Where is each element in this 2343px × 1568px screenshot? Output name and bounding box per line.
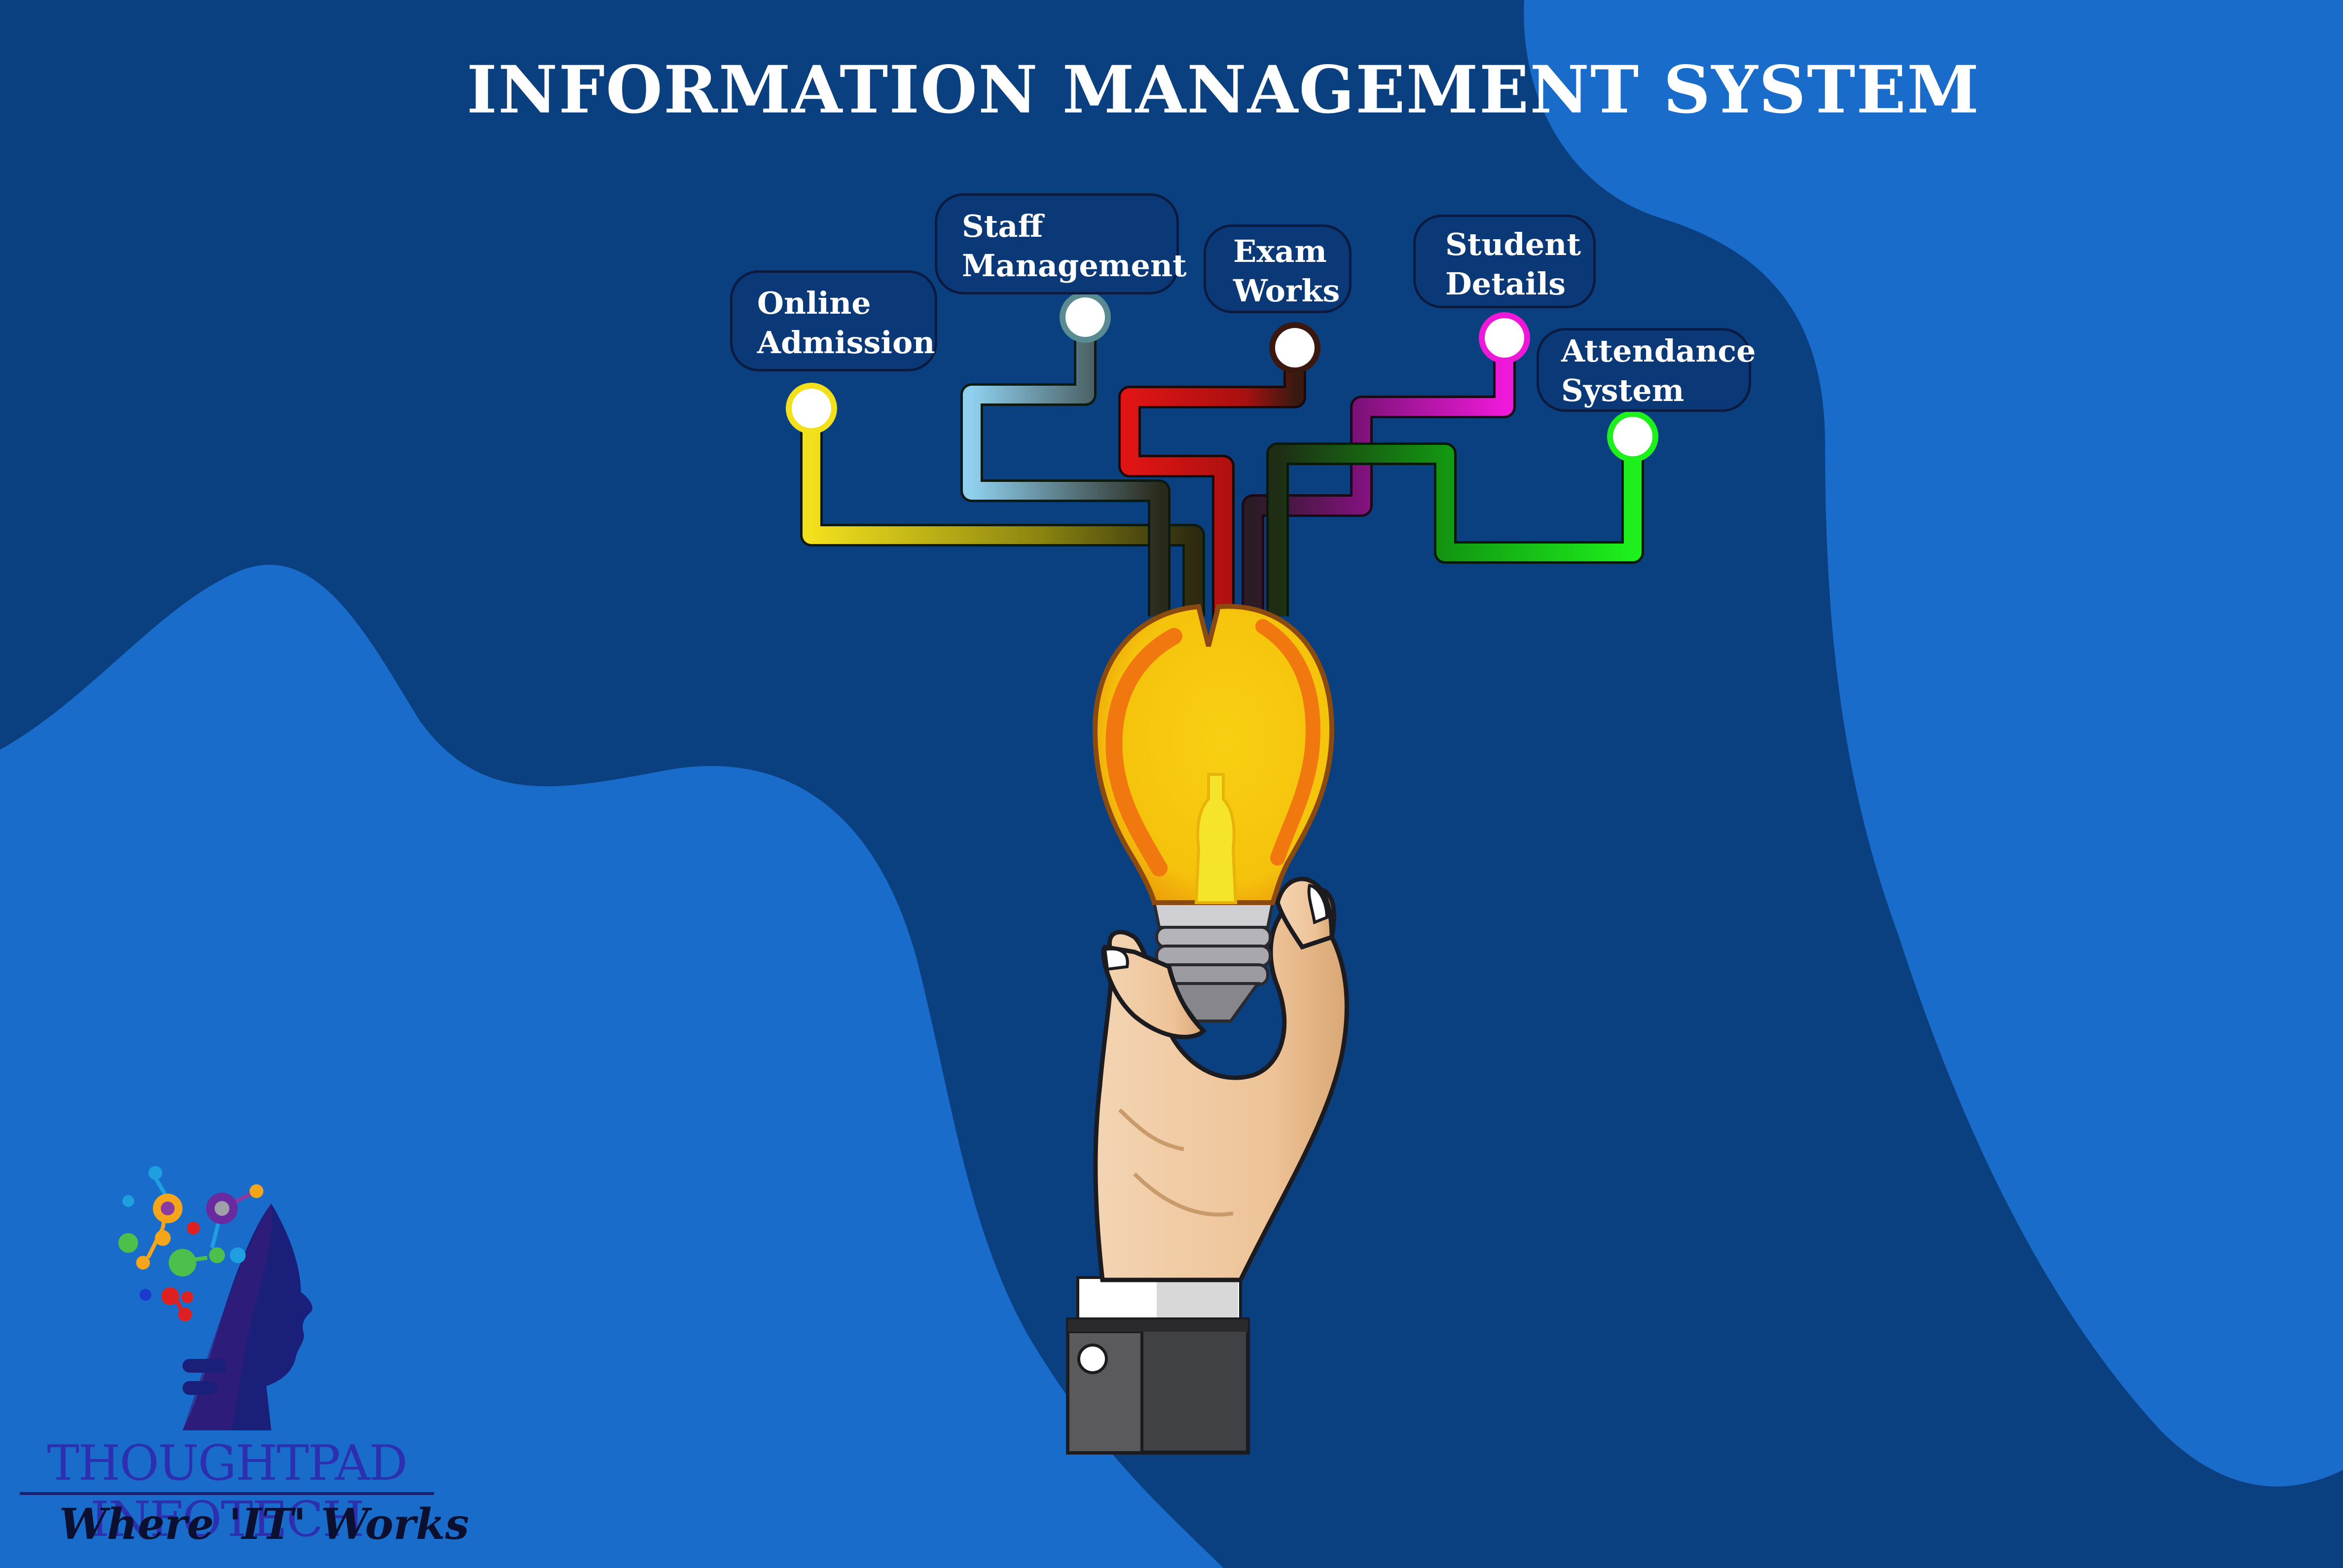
head-silhouette-shade <box>183 1203 272 1430</box>
node-label-line2: Details <box>1445 266 1566 302</box>
node-online-admission: Online Admission <box>730 270 937 371</box>
dot-attendance-system <box>1607 411 1658 462</box>
shirt-cuff-shade <box>1157 1280 1238 1319</box>
node-label-line1: Online <box>757 285 871 321</box>
brand-name: THOUGHTPAD INFOTECH <box>47 1435 407 1548</box>
node-label-line1: Exam <box>1233 233 1327 269</box>
brand-divider <box>20 1492 434 1495</box>
dot-staff-management <box>1060 292 1111 343</box>
node-label-line2: Works <box>1233 273 1340 309</box>
bulb-rim-right <box>1255 619 1320 866</box>
page-title: INFORMATION MANAGEMENT SYSTEM <box>466 52 1980 128</box>
dot-student-details <box>1479 312 1530 364</box>
wire-exam-works-fill <box>1121 365 1304 621</box>
index-nail <box>1103 947 1129 971</box>
network-nodes-icon <box>118 1166 263 1395</box>
screw-ring-2 <box>1155 945 1272 967</box>
node-label-line1: Student <box>1445 226 1581 262</box>
dot-online-admission <box>786 383 837 434</box>
screw-ring-1 <box>1155 926 1272 948</box>
connector-wires <box>800 340 1644 621</box>
connector-dots <box>786 292 1658 462</box>
bulb-base <box>1152 901 1275 1022</box>
wire-online-admission-fill <box>803 432 1203 617</box>
hand <box>1093 886 1349 1282</box>
sleeve <box>1066 1276 1250 1455</box>
node-label-line2: Admission <box>757 325 935 361</box>
wire-attendance-system-fill <box>1269 441 1642 617</box>
node-label-line1: Attendance <box>1561 333 1756 369</box>
bulb-filament <box>1194 773 1238 904</box>
node-label-line2: System <box>1561 372 1684 408</box>
cuff-button <box>1077 1344 1108 1374</box>
brand-logo <box>118 1166 313 1430</box>
background-wave-right <box>1524 0 2343 1487</box>
wire-staff-management-fill <box>963 340 1168 617</box>
thumb-nail <box>1307 883 1329 925</box>
dot-exam-works <box>1269 322 1320 373</box>
hand-crease-2 <box>1118 1108 1184 1151</box>
bulb-rim-left <box>1105 628 1182 876</box>
node-label-line2: Management <box>962 248 1187 284</box>
hand-crease <box>1133 1172 1234 1217</box>
brand-tagline: Where 'IT' Works <box>59 1499 469 1549</box>
index-finger <box>1101 945 1207 1039</box>
node-student-details: Student Details <box>1413 215 1596 308</box>
bulb-neck <box>1152 901 1275 929</box>
node-attendance-system: Attendance System <box>1537 328 1756 412</box>
node-exam-works: Exam Works <box>1204 224 1352 313</box>
jacket-sleeve-top <box>1068 1319 1248 1332</box>
node-staff-management: Staff Management <box>935 193 1187 294</box>
node-label-line1: Staff <box>962 208 1043 244</box>
